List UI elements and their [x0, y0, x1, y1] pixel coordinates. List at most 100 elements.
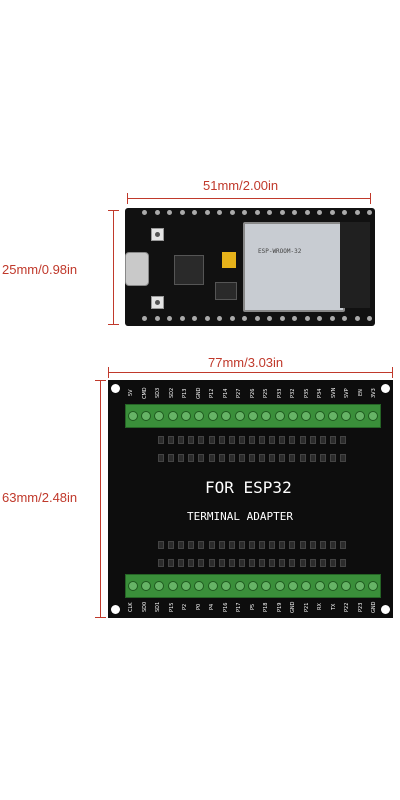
header-socket	[188, 436, 195, 444]
esp-pin	[229, 210, 235, 215]
esp-pin	[342, 316, 347, 321]
terminal-screw	[341, 581, 352, 591]
esp-pin	[154, 210, 160, 215]
header-socket	[178, 559, 185, 567]
esp-width-tick-right	[370, 193, 371, 204]
top-pin-label: P14	[222, 388, 229, 398]
adapter-width-tick-right	[392, 367, 393, 378]
adapter-height-tick-bottom	[95, 617, 106, 618]
esp-height-label: 25mm/0.98in	[2, 262, 78, 277]
terminal-screw	[368, 581, 379, 591]
esp-pin	[354, 210, 360, 215]
usb-uart-chip	[174, 255, 204, 285]
header-socket	[309, 454, 316, 462]
header-socket	[248, 454, 255, 462]
adapter-height-label: 63mm/2.48in	[2, 490, 78, 505]
header-socket	[208, 454, 215, 462]
bottom-header-row-1	[158, 541, 346, 549]
bottom-header-row-2	[158, 559, 346, 567]
header-socket	[238, 454, 245, 462]
top-pin-label: GND	[195, 387, 202, 399]
header-socket	[198, 541, 205, 549]
terminal-screw	[181, 581, 192, 591]
header-socket	[158, 541, 164, 549]
bottom-pin-label: P23	[357, 602, 364, 612]
header-socket	[269, 541, 276, 549]
esp-pin	[154, 316, 160, 321]
header-socket	[248, 436, 255, 444]
esp-pin	[304, 210, 310, 215]
bottom-pin-label: P21	[303, 602, 310, 612]
header-socket	[319, 436, 326, 444]
header-socket	[248, 541, 255, 549]
top-pin-label: P32	[290, 388, 296, 398]
header-socket	[168, 541, 175, 549]
header-socket	[319, 454, 326, 462]
top-pin-label: 5V	[128, 389, 134, 397]
bottom-pin-label: GND	[290, 601, 296, 613]
header-socket	[228, 454, 235, 462]
terminal-screw	[341, 411, 352, 421]
esp-pin	[304, 316, 310, 321]
esp-pin	[142, 316, 147, 321]
terminal-screw	[221, 411, 232, 421]
esp-pin	[279, 316, 285, 321]
top-pin-label: SVP	[344, 388, 350, 398]
terminal-screw	[261, 411, 272, 421]
top-pin-label: EN	[357, 389, 364, 397]
esp-pin	[242, 210, 247, 215]
terminal-screw	[354, 411, 365, 421]
boot-button	[151, 228, 164, 241]
esp-pin	[167, 210, 172, 215]
header-socket	[339, 436, 346, 444]
terminal-screw	[141, 581, 152, 591]
header-socket	[299, 541, 306, 549]
esp-pin	[229, 316, 235, 321]
top-header-row-2	[158, 454, 346, 462]
esp-pin	[329, 316, 335, 321]
header-socket	[248, 559, 255, 567]
top-pin-label: SD3	[155, 387, 161, 399]
terminal-screw	[167, 581, 178, 591]
header-socket	[218, 454, 225, 462]
header-socket	[319, 559, 326, 567]
terminal-screw	[181, 411, 192, 421]
bottom-pin-label: P17	[236, 602, 242, 612]
header-socket	[259, 436, 266, 444]
header-socket	[279, 559, 286, 567]
header-socket	[299, 436, 306, 444]
reset-button	[151, 296, 164, 309]
header-socket	[329, 454, 336, 462]
terminal-screw	[354, 581, 365, 591]
terminal-screw	[154, 581, 165, 591]
top-pin-label: SD2	[168, 387, 175, 399]
esp-bottom-pin-row	[142, 316, 372, 324]
header-socket	[259, 541, 266, 549]
header-socket	[279, 541, 286, 549]
header-socket	[289, 454, 296, 462]
terminal-screw	[368, 411, 379, 421]
adapter-width-tick-left	[108, 367, 109, 378]
terminal-screw	[167, 411, 178, 421]
header-socket	[178, 436, 185, 444]
header-socket	[228, 436, 235, 444]
bottom-pin-label: SD0	[141, 601, 148, 613]
esp-pin	[354, 316, 360, 321]
esp-pin	[242, 316, 247, 321]
terminal-screw	[328, 411, 339, 421]
esp-width-line	[127, 198, 371, 199]
terminal-screw	[234, 581, 245, 591]
header-socket	[329, 541, 336, 549]
top-pin-label: P12	[209, 388, 215, 398]
esp-pin	[317, 210, 322, 215]
adapter-title: FOR ESP32	[205, 478, 292, 497]
esp-pin	[292, 316, 297, 321]
header-socket	[188, 454, 195, 462]
antenna-area	[340, 222, 370, 308]
mounting-hole-top-left	[111, 384, 120, 393]
adapter-width-label: 77mm/3.03in	[208, 355, 284, 370]
header-socket	[279, 436, 286, 444]
esp-pin	[367, 316, 372, 321]
top-pin-label: P34	[317, 388, 323, 398]
bottom-pin-label: P22	[344, 602, 350, 612]
